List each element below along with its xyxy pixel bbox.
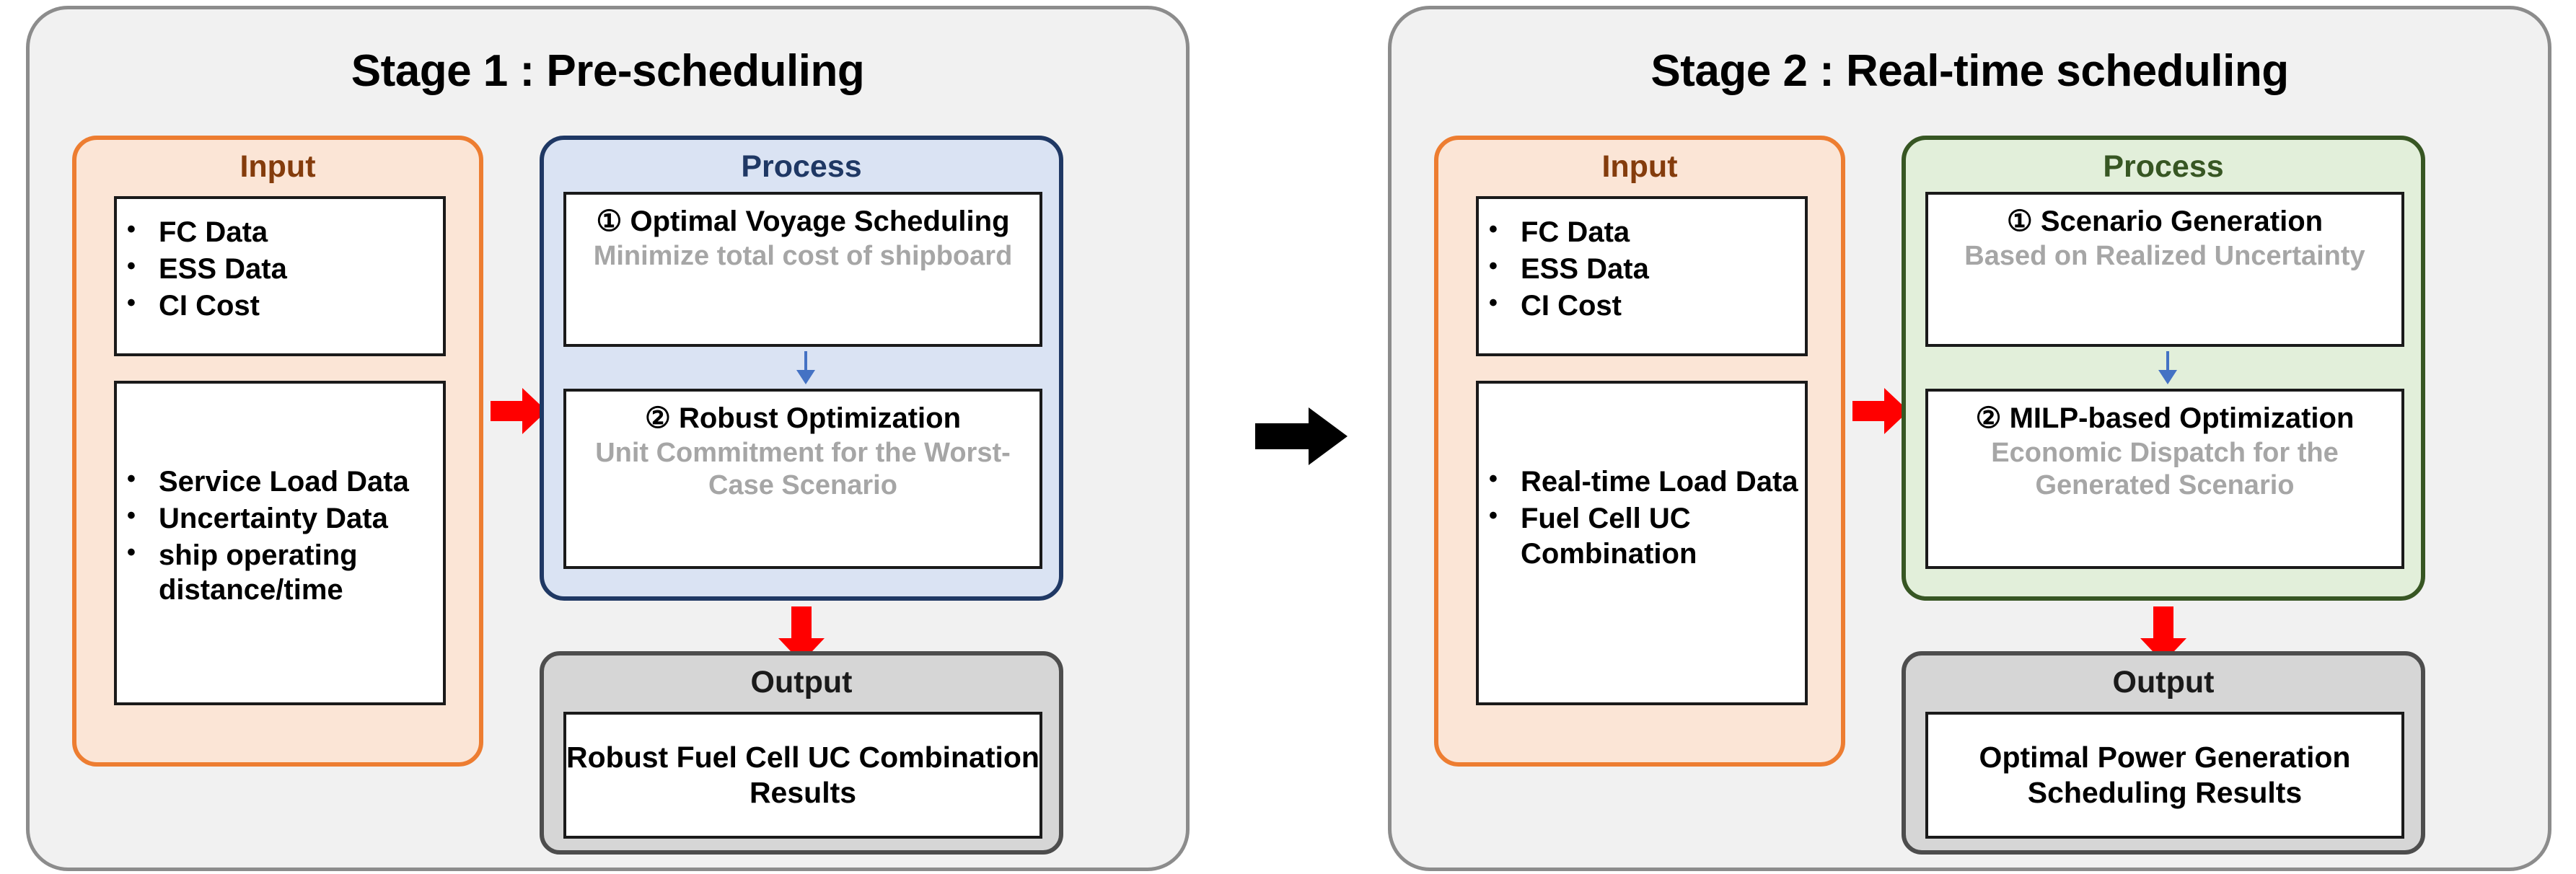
stage-2-input-list-1: FC Data ESS Data CI Cost bbox=[1479, 213, 1805, 324]
list-item: Fuel Cell UC Combination bbox=[1479, 500, 1805, 572]
stage-1-output-group: Output Robust Fuel Cell UC Combination R… bbox=[540, 651, 1063, 855]
stage-2-output-text: Optimal Power Generation Scheduling Resu… bbox=[1979, 740, 2351, 809]
step-title: ② Robust Optimization bbox=[566, 402, 1039, 436]
step-marker: ② bbox=[1975, 402, 2002, 434]
stage-1-process-step-1: ① Optimal Voyage Scheduling Minimize tot… bbox=[563, 192, 1042, 347]
stage-1-output-text: Robust Fuel Cell UC Combination Results bbox=[566, 740, 1039, 809]
stage-1-output-box: Robust Fuel Cell UC Combination Results bbox=[563, 712, 1042, 839]
list-item: CI Cost bbox=[117, 287, 443, 324]
list-item: FC Data bbox=[117, 213, 443, 250]
stage-2-process-step-1: ① Scenario Generation Based on Realized … bbox=[1925, 192, 2404, 347]
step-title: ① Scenario Generation bbox=[1928, 205, 2401, 239]
stage-1-input-list-1: FC Data ESS Data CI Cost bbox=[117, 213, 443, 324]
step-marker: ① bbox=[596, 206, 623, 237]
stage-1-input-box-1: FC Data ESS Data CI Cost bbox=[114, 196, 446, 356]
step-title: ① Optimal Voyage Scheduling bbox=[566, 205, 1039, 239]
stage-1-input-group: Input FC Data ESS Data CI Cost Service L… bbox=[72, 136, 483, 767]
arrow-down-red-icon bbox=[778, 606, 825, 663]
stage-1-panel: Stage 1 : Pre-scheduling Input FC Data E… bbox=[26, 6, 1190, 871]
stage-1-process-label: Process bbox=[741, 149, 862, 184]
list-item: Service Load Data bbox=[117, 463, 443, 500]
stage-2-process-step-2: ② MILP-based Optimization Economic Dispa… bbox=[1925, 389, 2404, 569]
stage-1-process-step-2: ② Robust Optimization Unit Commitment fo… bbox=[563, 389, 1042, 569]
list-item: ESS Data bbox=[1479, 250, 1805, 287]
stage-1-input-list-2: Service Load Data Uncertainty Data ship … bbox=[117, 463, 443, 609]
stage-1-input-label: Input bbox=[239, 149, 316, 184]
arrow-down-red-icon bbox=[2140, 606, 2186, 663]
stage-2-panel: Stage 2 : Real-time scheduling Input FC … bbox=[1388, 6, 2551, 871]
arrow-right-black-icon bbox=[1255, 407, 1348, 465]
stage-2-output-group: Output Optimal Power Generation Scheduli… bbox=[1902, 651, 2425, 855]
stage-2-process-label: Process bbox=[2103, 149, 2224, 184]
step-subtitle: Economic Dispatch for the Generated Scen… bbox=[1991, 438, 2339, 501]
list-item: Uncertainty Data bbox=[117, 500, 443, 537]
stage-2-input-label: Input bbox=[1601, 149, 1678, 184]
list-item: Real-time Load Data bbox=[1479, 463, 1805, 500]
arrow-down-blue-icon bbox=[2158, 351, 2177, 384]
step-subtitle: Unit Commitment for the Worst-Case Scena… bbox=[595, 438, 1011, 501]
arrow-right-red-icon bbox=[1852, 388, 1909, 434]
step-title-text: MILP-based Optimization bbox=[2009, 402, 2355, 434]
step-title-text: Optimal Voyage Scheduling bbox=[630, 206, 1010, 237]
step-marker: ① bbox=[2006, 206, 2033, 237]
stage-1-input-box-2: Service Load Data Uncertainty Data ship … bbox=[114, 381, 446, 705]
arrow-right-red-icon bbox=[491, 388, 547, 434]
stage-2-output-box: Optimal Power Generation Scheduling Resu… bbox=[1925, 712, 2404, 839]
stage-2-input-group: Input FC Data ESS Data CI Cost Real-time… bbox=[1434, 136, 1845, 767]
step-title-text: Robust Optimization bbox=[678, 402, 962, 434]
stage-1-output-label: Output bbox=[750, 665, 853, 699]
stage-1-process-group: Process ① Optimal Voyage Scheduling Mini… bbox=[540, 136, 1063, 601]
step-title: ② MILP-based Optimization bbox=[1928, 402, 2401, 436]
stage-2-input-box-2: Real-time Load Data Fuel Cell UC Combina… bbox=[1476, 381, 1808, 705]
stage-2-input-box-1: FC Data ESS Data CI Cost bbox=[1476, 196, 1808, 356]
step-subtitle: Based on Realized Uncertainty bbox=[1964, 241, 2365, 272]
step-subtitle: Minimize total cost of shipboard bbox=[593, 241, 1013, 272]
stage-2-input-list-2: Real-time Load Data Fuel Cell UC Combina… bbox=[1479, 463, 1805, 572]
arrow-down-blue-icon bbox=[796, 351, 815, 384]
list-item: ESS Data bbox=[117, 250, 443, 287]
list-item: ship operating distance/time bbox=[117, 537, 443, 609]
stage-2-process-group: Process ① Scenario Generation Based on R… bbox=[1902, 136, 2425, 601]
list-item: CI Cost bbox=[1479, 287, 1805, 324]
stage-2-title: Stage 2 : Real-time scheduling bbox=[1650, 46, 2289, 96]
step-marker: ② bbox=[644, 402, 671, 434]
stage-1-title: Stage 1 : Pre-scheduling bbox=[351, 46, 865, 96]
list-item: FC Data bbox=[1479, 213, 1805, 250]
step-title-text: Scenario Generation bbox=[2040, 206, 2324, 237]
stage-2-output-label: Output bbox=[2112, 665, 2215, 699]
